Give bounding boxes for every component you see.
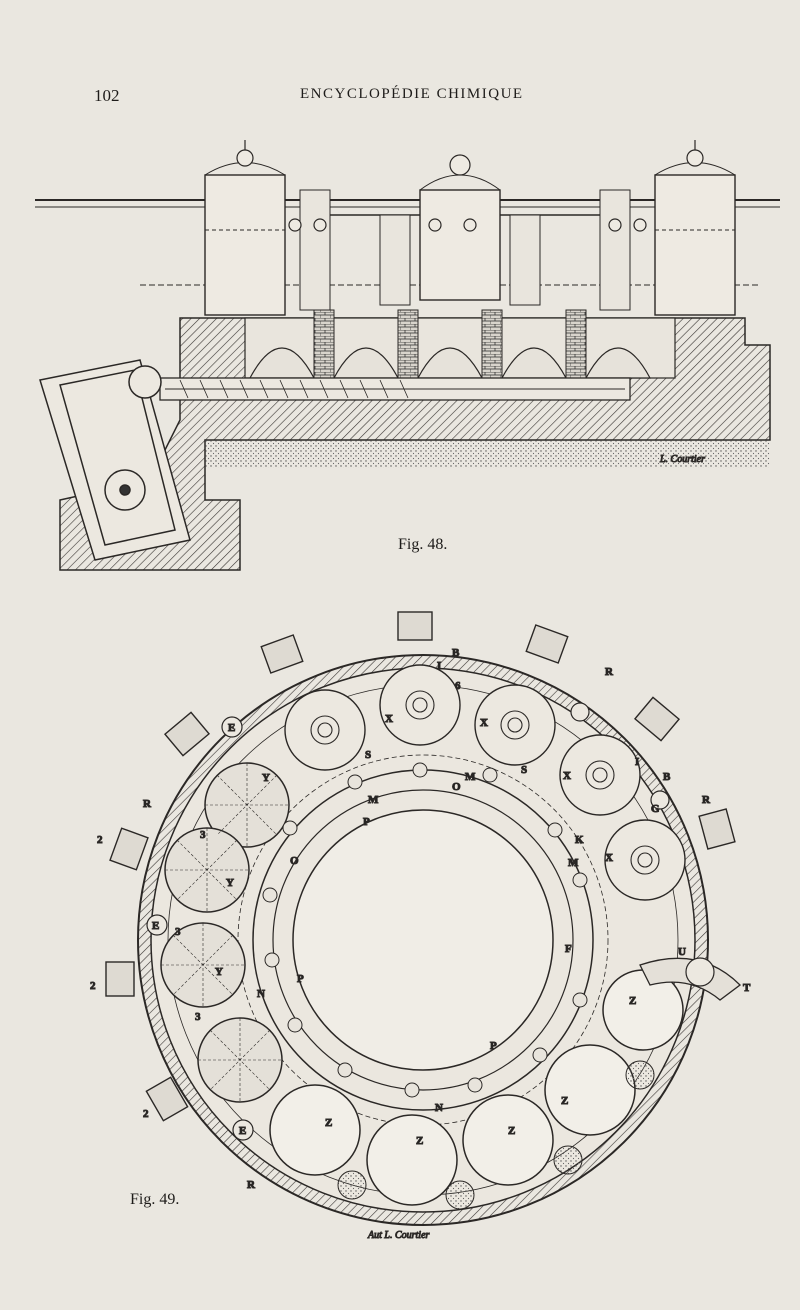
label-f: F: [565, 943, 572, 955]
label-m-2: M: [465, 771, 476, 783]
label-k: K: [575, 834, 584, 846]
label-e-3: E: [239, 1125, 246, 1137]
figure-48-drawing: L. Courtier: [35, 140, 780, 571]
label-i-1: I: [437, 660, 441, 672]
label-y-2: Y: [226, 877, 234, 889]
figure-48-caption: Fig. 48.: [398, 536, 448, 553]
label-6: 6: [455, 680, 461, 692]
label-e-1: E: [228, 722, 235, 734]
label-m-3: M: [568, 857, 579, 869]
label-z-1: Z: [629, 995, 636, 1007]
label-y-1: Y: [262, 772, 270, 784]
page-number: 102: [94, 86, 120, 105]
label-r-1: R: [143, 798, 152, 810]
label-p-2: P: [297, 973, 304, 985]
figure-49-drawing: R R R R 2 2 2 3 3 3 Y Y Y E E E X X X X: [90, 611, 752, 1242]
label-y-3: Y: [215, 966, 223, 978]
label-s-1: S: [365, 749, 371, 761]
label-2-1: 2: [97, 834, 103, 846]
label-e-2: E: [152, 920, 159, 932]
label-n-1: N: [257, 988, 265, 1000]
label-2-3: 2: [143, 1108, 149, 1120]
label-3-3: 3: [195, 1011, 201, 1023]
label-r-2: R: [605, 666, 614, 678]
label-b-2: B: [663, 771, 671, 783]
running-title: ENCYCLOPÉDIE CHIMIQUE: [300, 86, 524, 102]
label-z-3: Z: [508, 1125, 515, 1137]
label-z-4: Z: [416, 1135, 423, 1147]
page-header: 102 ENCYCLOPÉDIE CHIMIQUE: [0, 82, 800, 112]
label-t: T: [743, 982, 751, 994]
label-2-2: 2: [90, 980, 96, 992]
label-u: U: [678, 946, 686, 958]
label-z-5: Z: [325, 1117, 332, 1129]
label-g: G: [651, 803, 660, 815]
label-3-1: 3: [200, 829, 206, 841]
label-n-2: N: [435, 1102, 443, 1114]
label-s-2: S: [521, 764, 527, 776]
label-z-2: Z: [561, 1095, 568, 1107]
label-o-2: O: [290, 855, 299, 867]
label-i-2: I: [635, 756, 639, 768]
label-p-1: P: [363, 816, 370, 828]
label-r-3: R: [702, 794, 711, 806]
engraver-signature-49: Aut L. Courtier: [367, 1230, 430, 1241]
figure-49-caption: Fig. 49.: [130, 1191, 180, 1208]
label-x-1: X: [385, 713, 393, 725]
engraver-signature-48: L. Courtier: [659, 454, 705, 465]
label-o-1: O: [452, 781, 461, 793]
label-m-1: M: [368, 794, 379, 806]
label-r-4: R: [247, 1179, 256, 1191]
label-p-3: P: [490, 1040, 497, 1052]
label-3-2: 3: [175, 926, 181, 938]
label-b-1: B: [452, 647, 460, 659]
label-x-2: X: [480, 717, 488, 729]
label-x-4: X: [605, 852, 613, 864]
label-x-3: X: [563, 770, 571, 782]
